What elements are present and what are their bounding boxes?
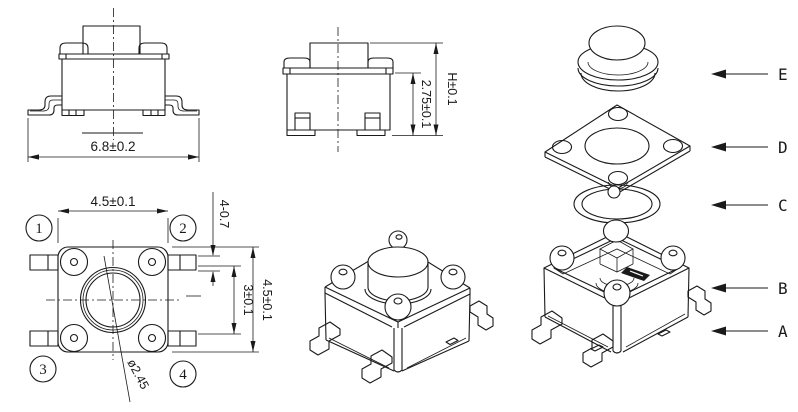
top-depth-dimension: 4.5±0.1 xyxy=(260,279,274,321)
top-width-dimension: 4.5±0.1 xyxy=(91,194,136,209)
side-total-height-dimension: H±0.1 xyxy=(445,72,459,105)
lead-width-dimension: 4-0.7 xyxy=(217,200,231,229)
pin-balloon-2: 2 xyxy=(169,214,197,242)
callout-e: E xyxy=(711,65,788,84)
part-label-a: A xyxy=(778,322,788,341)
pin-number-1: 1 xyxy=(35,221,43,237)
side-body-height-dimension: 2.75±0.1 xyxy=(419,80,433,129)
pin-balloon-3: 3 xyxy=(29,355,57,383)
front-width-dimension: 6.8±0.2 xyxy=(91,139,136,154)
callout-a: A xyxy=(711,322,788,341)
part-label-d: D xyxy=(778,138,788,157)
part-c-dome xyxy=(573,184,661,224)
lead-terminal xyxy=(531,310,563,345)
part-label-c: C xyxy=(778,196,788,215)
lead-terminal xyxy=(687,285,712,316)
callout-b: B xyxy=(711,279,788,298)
part-label-e: E xyxy=(778,65,788,84)
lead-terminal xyxy=(582,333,614,368)
part-label-b: B xyxy=(778,279,788,298)
lead-pitch-dimension: 3±0.1 xyxy=(241,284,255,315)
contact-slot xyxy=(621,267,650,281)
center-plunger-ball xyxy=(602,219,630,243)
stem-diameter-dimension: ø2.45 xyxy=(124,357,151,392)
part-d-cover xyxy=(544,104,691,194)
side-view: 2.75±0.1 H±0.1 xyxy=(282,27,459,152)
pin-number-3: 3 xyxy=(39,362,47,378)
lead-terminal xyxy=(309,321,341,356)
back-corner-dome xyxy=(388,230,408,250)
top-view: 1 2 3 4 4.5±0.1 4-0.7 xyxy=(25,192,274,403)
callout-d: D xyxy=(711,138,788,157)
pin-balloon-4: 4 xyxy=(169,360,197,388)
part-b-a-base xyxy=(531,219,712,368)
part-e-cap xyxy=(577,25,659,92)
exploded-view: E D C B A xyxy=(531,25,788,368)
pin-balloon-1: 1 xyxy=(25,214,53,242)
isometric-assembled-view xyxy=(309,230,494,384)
lead-terminal xyxy=(469,300,494,331)
callout-c: C xyxy=(711,196,788,215)
lead-terminal xyxy=(361,349,393,384)
pin-number-2: 2 xyxy=(179,221,187,237)
pin-number-4: 4 xyxy=(179,367,187,383)
part-callouts: E D C B A xyxy=(711,65,788,341)
front-view: 6.8±0.2 xyxy=(27,8,200,162)
